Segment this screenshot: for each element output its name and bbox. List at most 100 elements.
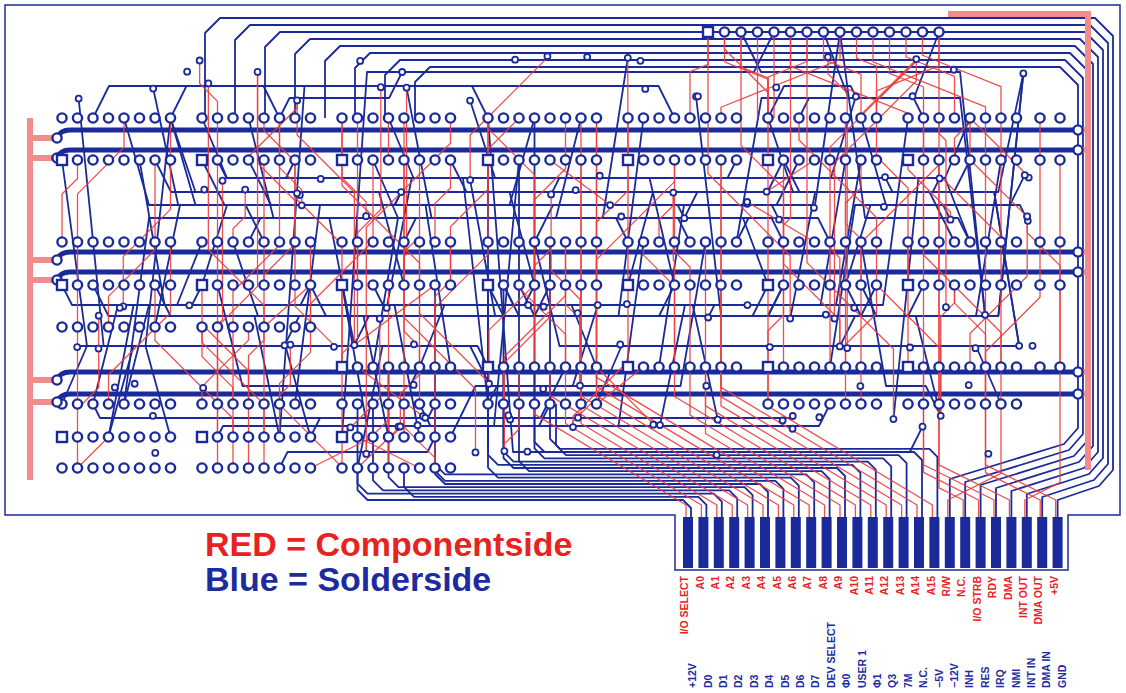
- pad: [306, 322, 315, 331]
- component-trace: [986, 367, 1056, 520]
- pad: [306, 463, 315, 472]
- pad: [150, 155, 159, 164]
- pin-name: +12V: [687, 663, 698, 688]
- pad: [166, 322, 175, 331]
- pad: [73, 155, 82, 164]
- via: [282, 342, 288, 348]
- solder-trace: [325, 46, 1093, 520]
- pad: [446, 463, 455, 472]
- power-buses: [57, 130, 1078, 402]
- pad: [786, 27, 795, 36]
- pin-name: IRQ: [995, 669, 1006, 688]
- component-trace: [218, 72, 258, 468]
- pad: [197, 399, 206, 408]
- pad: [835, 27, 844, 36]
- via: [404, 85, 410, 91]
- via: [152, 450, 158, 456]
- via: [1022, 172, 1028, 178]
- pad: [530, 362, 539, 371]
- solder-trace: [420, 160, 846, 367]
- pad: [670, 237, 679, 246]
- via: [624, 301, 630, 307]
- pad: [872, 113, 881, 122]
- pin-name: A15: [926, 576, 937, 595]
- legend-text: Blue = Solderside: [205, 562, 491, 596]
- pad: [259, 113, 268, 122]
- pad: [337, 237, 346, 246]
- component-trace: [846, 118, 862, 285]
- pad: [1055, 155, 1064, 164]
- via: [982, 312, 988, 318]
- via: [467, 98, 473, 104]
- component-trace: [791, 32, 909, 118]
- pin-name: A11: [864, 576, 875, 595]
- pad: [670, 155, 679, 164]
- pad: [841, 155, 850, 164]
- pad: [259, 463, 268, 472]
- pad: [856, 113, 865, 122]
- via: [541, 304, 547, 310]
- via: [132, 381, 138, 387]
- component-trace: [342, 118, 366, 216]
- pad: [716, 237, 725, 246]
- pad: [259, 155, 268, 164]
- pad: [716, 280, 725, 289]
- pad: [135, 399, 144, 408]
- component-trace: [725, 32, 769, 118]
- pad: [499, 155, 508, 164]
- pad: [592, 237, 601, 246]
- pad: [135, 237, 144, 246]
- via: [703, 383, 709, 389]
- via: [255, 69, 261, 75]
- solder-trace: [218, 160, 675, 285]
- pad: [1055, 362, 1064, 371]
- pad: [736, 27, 745, 36]
- component-trace: [757, 32, 758, 118]
- pad: [545, 362, 554, 371]
- via: [422, 415, 428, 421]
- solder-trace: [205, 18, 1113, 520]
- pad: [415, 237, 424, 246]
- component-trace: [435, 160, 451, 242]
- via: [294, 97, 300, 103]
- pad: [981, 399, 990, 408]
- pad: [965, 155, 974, 164]
- pad: [872, 155, 881, 164]
- component-trace: [924, 118, 1002, 367]
- pad: [135, 155, 144, 164]
- pad: [732, 237, 741, 246]
- pad: [415, 463, 424, 472]
- pad: [872, 237, 881, 246]
- pad: [244, 237, 253, 246]
- pad: [670, 280, 679, 289]
- power-rail: [27, 118, 33, 480]
- square-pad: [197, 280, 207, 290]
- pin-name: A6: [787, 576, 798, 589]
- pad: [592, 155, 601, 164]
- square-pad: [483, 280, 493, 290]
- pad: [197, 237, 206, 246]
- pin-name: INH: [964, 670, 975, 688]
- pad: [825, 237, 834, 246]
- pad: [996, 280, 1005, 289]
- via: [378, 84, 384, 90]
- pad: [639, 237, 648, 246]
- pad: [384, 113, 393, 122]
- pad: [996, 237, 1005, 246]
- via: [351, 342, 357, 348]
- pad: [654, 237, 663, 246]
- pad: [934, 399, 943, 408]
- via: [397, 423, 403, 429]
- component-trace: [470, 56, 547, 180]
- pin-name: INT OUT: [1018, 576, 1029, 618]
- pad: [483, 113, 492, 122]
- via: [705, 315, 711, 321]
- component-trace: [155, 285, 233, 468]
- component-trace: [341, 285, 342, 367]
- pad: [685, 155, 694, 164]
- via: [764, 189, 770, 195]
- component-trace: [924, 118, 979, 520]
- component-trace: [906, 32, 955, 118]
- connector-finger: [822, 517, 832, 568]
- via: [411, 382, 417, 388]
